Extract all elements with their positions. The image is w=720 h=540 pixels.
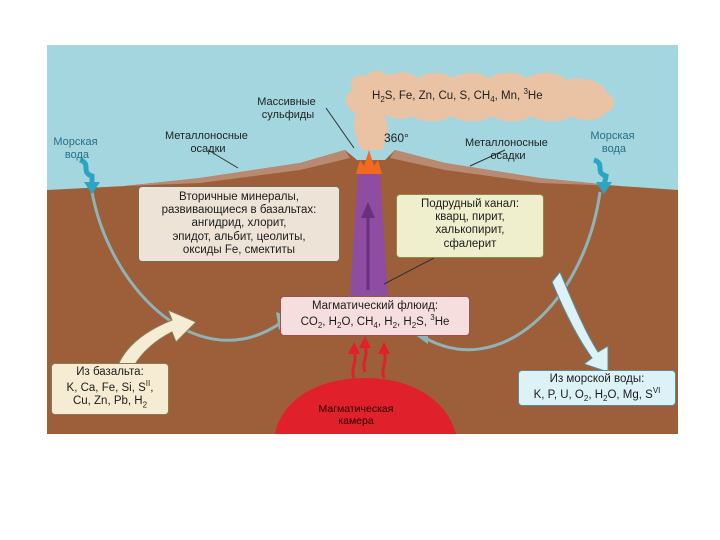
temperature-label: 360° (384, 131, 409, 145)
flow-left (90, 191, 283, 342)
ore-channel-line: халькопирит, (435, 224, 505, 237)
magma-chamber (275, 378, 456, 434)
from-seawater-line1: K, P, U, O2, H2O, Mg, SVI (533, 386, 661, 404)
heat-arrow-right (381, 351, 387, 379)
heat-arrowhead-mid (359, 336, 371, 348)
secondary-minerals-box: Вторичные минералы, развивающиеся в база… (138, 186, 340, 262)
secondary-minerals-line: эпидот, альбит, цеолиты, (172, 230, 306, 243)
magmatic-fluid-formula: CO2, H2O, CH4, H2, H2S, 3He (300, 313, 450, 331)
secondary-minerals-line: оксиды Fe, смектиты (182, 243, 296, 256)
magma-chamber-label-line: камера (338, 414, 374, 427)
heat-arrow-left (351, 351, 357, 379)
heat-arrowhead-right (378, 342, 390, 354)
smoke-elements-label: H2S, Fe, Zn, Cu, S, CH4, Mn, 3He (372, 87, 543, 105)
heat-arrows (351, 345, 387, 379)
leader-sulfides (325, 107, 355, 149)
secondary-minerals-line: ангидрид, хлорит, (191, 217, 287, 230)
seawater-arrowhead-right (596, 182, 612, 194)
ore-channel-box: Подрудный канал: кварц, пирит, халькопир… (396, 194, 544, 258)
secondary-minerals-line: Вторичные минералы, (179, 191, 299, 203)
from-basalt-title: Из базальта: (76, 366, 144, 378)
magmatic-fluid-title: Магматический флюид: (311, 300, 439, 312)
sea-water-left-label: Морская вода (53, 136, 100, 161)
magma-chamber-label-line: Магматическая (318, 403, 394, 415)
metal-sediments-left-label: Металлоносные осадки (165, 130, 251, 155)
leader-sediment-left (207, 149, 239, 169)
conduit-arrowhead (361, 202, 375, 218)
seawater-arrow-right (592, 157, 609, 187)
ore-channel-line: Подрудный канал: (420, 198, 520, 210)
sediment-right (390, 150, 620, 186)
seawater-input-arrow (551, 271, 609, 373)
massive-sulfides-label: Массивные сульфиды (257, 96, 319, 121)
leader-sediment-right (469, 149, 506, 167)
magmatic-fluid-box: Магматический флюид: CO2, H2O, CH4, H2, … (280, 296, 470, 336)
heat-arrowhead-left (348, 342, 360, 354)
from-seawater-box: Из морской воды: K, P, U, O2, H2O, Mg, S… (518, 370, 676, 406)
smoke-plume (345, 70, 615, 150)
sea-water-right-label: Морская вода (590, 130, 637, 155)
from-seawater-title: Из морской воды: (549, 373, 645, 385)
seawater-arrowhead-left (84, 182, 100, 194)
vent-flame (356, 150, 382, 174)
basalt-input-arrow (117, 309, 197, 367)
from-basalt-box: Из базальта: K, Ca, Fe, Si, SII, Cu, Zn,… (51, 363, 169, 415)
heat-arrow-mid (362, 345, 368, 373)
leader-channel (383, 257, 435, 285)
ore-channel-line: кварц, пирит, (435, 211, 505, 224)
secondary-minerals-line: развивающиеся в базальтах: (161, 204, 317, 217)
circulation-flows (90, 191, 602, 352)
ore-channel-line: сфалерит (443, 237, 497, 250)
from-basalt-line1: K, Ca, Fe, Si, SII, (66, 379, 154, 395)
from-basalt-line2: Cu, Zn, Pb, H2 (72, 395, 148, 410)
flow-right (419, 191, 602, 352)
seawater-arrow-left (78, 157, 95, 186)
sediment-left (125, 150, 350, 186)
metal-sediments-right-label: Металлоносные осадки (465, 137, 551, 162)
magma-chamber-label: Магматическая камера (306, 403, 406, 427)
